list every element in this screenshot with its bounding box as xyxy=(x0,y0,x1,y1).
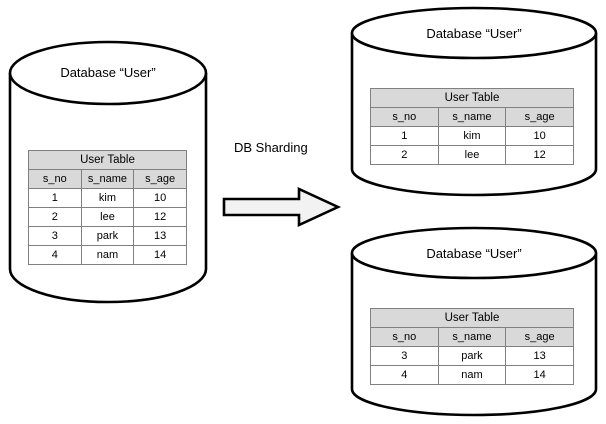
column-header-s-age: s_age xyxy=(133,169,187,189)
cell-s-no: 1 xyxy=(28,188,82,208)
cell-s-name: nam xyxy=(437,365,507,385)
table-row[interactable]: 3 park 13 xyxy=(370,346,574,366)
column-header-s-no: s_no xyxy=(370,327,439,347)
table-row[interactable]: 4 nam 14 xyxy=(28,245,187,265)
shard-two-label: Database “User” xyxy=(426,246,522,261)
table-row[interactable]: 2 lee 12 xyxy=(370,145,574,165)
cell-s-name: kim xyxy=(437,126,507,146)
source-database-label: Database “User” xyxy=(60,65,156,80)
db-sharding-label: DB Sharding xyxy=(234,140,308,155)
table-header-row: s_no s_name s_age xyxy=(370,107,574,127)
table-header-row: s_no s_name s_age xyxy=(370,327,574,347)
column-header-s-no: s_no xyxy=(370,107,439,127)
table-row[interactable]: 1 kim 10 xyxy=(28,188,187,208)
cell-s-age: 14 xyxy=(133,245,187,265)
cell-s-name: lee xyxy=(80,207,135,227)
shard-two-user-table[interactable]: User Table s_no s_name s_age 3 park 13 4… xyxy=(370,308,574,385)
right-block-arrow-icon xyxy=(222,186,342,228)
cell-s-age: 12 xyxy=(133,207,187,227)
cell-s-no: 2 xyxy=(28,207,82,227)
column-header-s-age: s_age xyxy=(505,327,574,347)
table-header-row: s_no s_name s_age xyxy=(28,169,187,189)
cell-s-name: nam xyxy=(80,245,135,265)
cell-s-no: 4 xyxy=(370,365,439,385)
cell-s-name: park xyxy=(80,226,135,246)
table-caption: User Table xyxy=(28,150,187,170)
cell-s-age: 14 xyxy=(505,365,574,385)
cell-s-no: 3 xyxy=(28,226,82,246)
shard-one-label: Database “User” xyxy=(426,26,522,41)
table-caption: User Table xyxy=(370,88,574,108)
column-header-s-age: s_age xyxy=(505,107,574,127)
column-header-s-name: s_name xyxy=(437,327,507,347)
cell-s-age: 13 xyxy=(505,346,574,366)
table-caption-row: User Table xyxy=(28,150,187,170)
cell-s-age: 12 xyxy=(505,145,574,165)
cell-s-name: lee xyxy=(437,145,507,165)
cell-s-no: 2 xyxy=(370,145,439,165)
cell-s-name: park xyxy=(437,346,507,366)
cell-s-name: kim xyxy=(80,188,135,208)
cell-s-age: 13 xyxy=(133,226,187,246)
cell-s-age: 10 xyxy=(133,188,187,208)
table-row[interactable]: 3 park 13 xyxy=(28,226,187,246)
sharding-arrow xyxy=(222,186,342,228)
table-caption-row: User Table xyxy=(370,308,574,328)
column-header-s-name: s_name xyxy=(437,107,507,127)
table-row[interactable]: 4 nam 14 xyxy=(370,365,574,385)
column-header-s-no: s_no xyxy=(28,169,82,189)
table-caption: User Table xyxy=(370,308,574,328)
table-caption-row: User Table xyxy=(370,88,574,108)
cell-s-no: 1 xyxy=(370,126,439,146)
column-header-s-name: s_name xyxy=(80,169,135,189)
shard-one-user-table[interactable]: User Table s_no s_name s_age 1 kim 10 2 … xyxy=(370,88,574,165)
cell-s-age: 10 xyxy=(505,126,574,146)
cell-s-no: 3 xyxy=(370,346,439,366)
table-row[interactable]: 1 kim 10 xyxy=(370,126,574,146)
source-user-table[interactable]: User Table s_no s_name s_age 1 kim 10 2 … xyxy=(28,150,187,265)
cell-s-no: 4 xyxy=(28,245,82,265)
table-row[interactable]: 2 lee 12 xyxy=(28,207,187,227)
